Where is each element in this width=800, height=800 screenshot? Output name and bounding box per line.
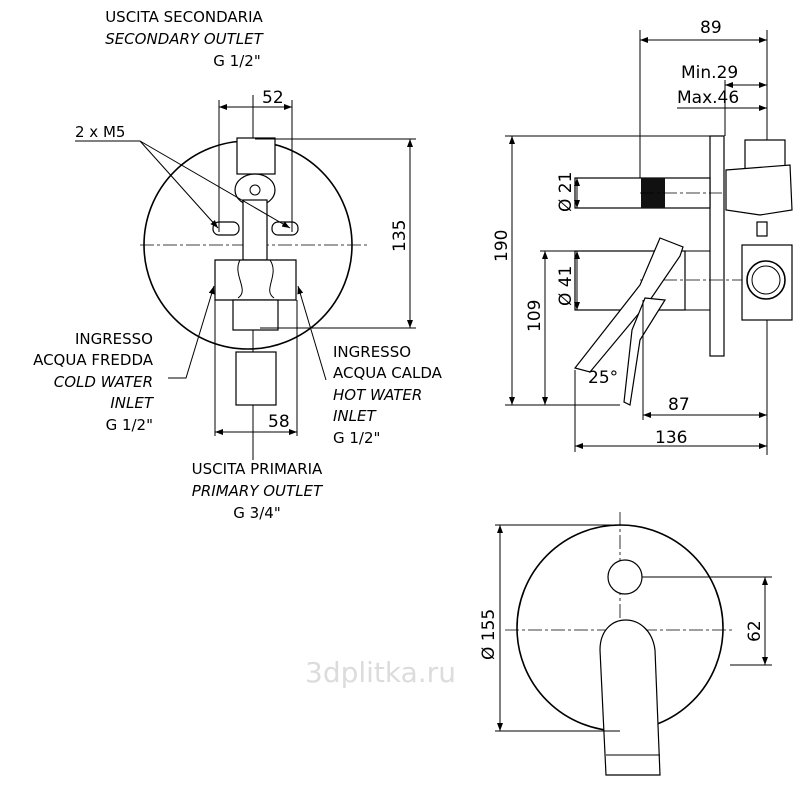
- label-line: COLD WATER: [54, 373, 153, 391]
- label-line: PRIMARY OUTLET: [192, 482, 324, 500]
- label-line: USCITA PRIMARIA: [192, 460, 323, 478]
- screw-ear-left: [212, 221, 240, 236]
- lever-closed: [623, 297, 667, 406]
- lever-open: [573, 237, 684, 373]
- label-line: G 3/4": [233, 504, 280, 522]
- front-view: 52 135 58 2 x M5: [75, 88, 416, 460]
- screw-ear-right: [271, 221, 299, 236]
- dim-depth: 89: [700, 18, 722, 38]
- watermark: 3dplitka.ru: [305, 656, 456, 689]
- bottom-outlet-label: USCITA PRIMARIA PRIMARY OUTLET G 3/4": [192, 460, 324, 522]
- label-line: ACQUA CALDA: [333, 364, 443, 382]
- label-line: INGRESSO: [333, 343, 411, 361]
- screws-label: 2 x M5: [75, 123, 125, 141]
- dim-height: 135: [390, 220, 410, 252]
- dim-offset: 62: [745, 620, 765, 642]
- dim-total: 136: [655, 428, 687, 448]
- cold-inlet-label: INGRESSO ACQUA FREDDA COLD WATER INLET G…: [33, 330, 155, 434]
- dim-max: Max.46: [677, 88, 739, 108]
- plate-view: Ø 155 62: [479, 512, 772, 776]
- top-outlet-label: USCITA SECONDARIA SECONDARY OUTLET G 1/2…: [105, 8, 264, 70]
- diverter-knob: [607, 559, 643, 595]
- dim-width-bottom: 58: [268, 412, 290, 432]
- label-line: G 1/2": [106, 416, 153, 434]
- label-line: HOT WATER: [333, 386, 422, 404]
- label-line: INLET: [110, 394, 154, 412]
- hot-inlet-label: INGRESSO ACQUA CALDA HOT WATER INLET G 1…: [333, 343, 443, 447]
- dim-axis-height: 109: [525, 300, 545, 332]
- wall-plate: [709, 135, 725, 357]
- label-line: INLET: [333, 407, 377, 425]
- dim-projection: 87: [668, 395, 690, 415]
- label-line: INGRESSO: [75, 330, 153, 348]
- lever-front: [599, 619, 661, 776]
- label-line: ACQUA FREDDA: [33, 351, 154, 369]
- dim-height: 190: [492, 230, 512, 262]
- label-line: SECONDARY OUTLET: [105, 30, 264, 48]
- dim-angle: 25°: [588, 368, 618, 388]
- dim-plate-diameter: Ø 155: [479, 609, 499, 660]
- dim-width-top: 52: [262, 88, 284, 108]
- side-view: 89 Min.29 Max.46 Ø 21 Ø 41 190 109 25° 8…: [492, 18, 793, 455]
- label-line: G 1/2": [333, 429, 380, 447]
- label-line: USCITA SECONDARIA: [105, 8, 263, 26]
- dim-dia-small: Ø 21: [556, 172, 576, 212]
- dim-min: Min.29: [681, 63, 738, 83]
- label-line: G 1/2": [213, 52, 260, 70]
- dim-dia-large: Ø 41: [556, 266, 576, 306]
